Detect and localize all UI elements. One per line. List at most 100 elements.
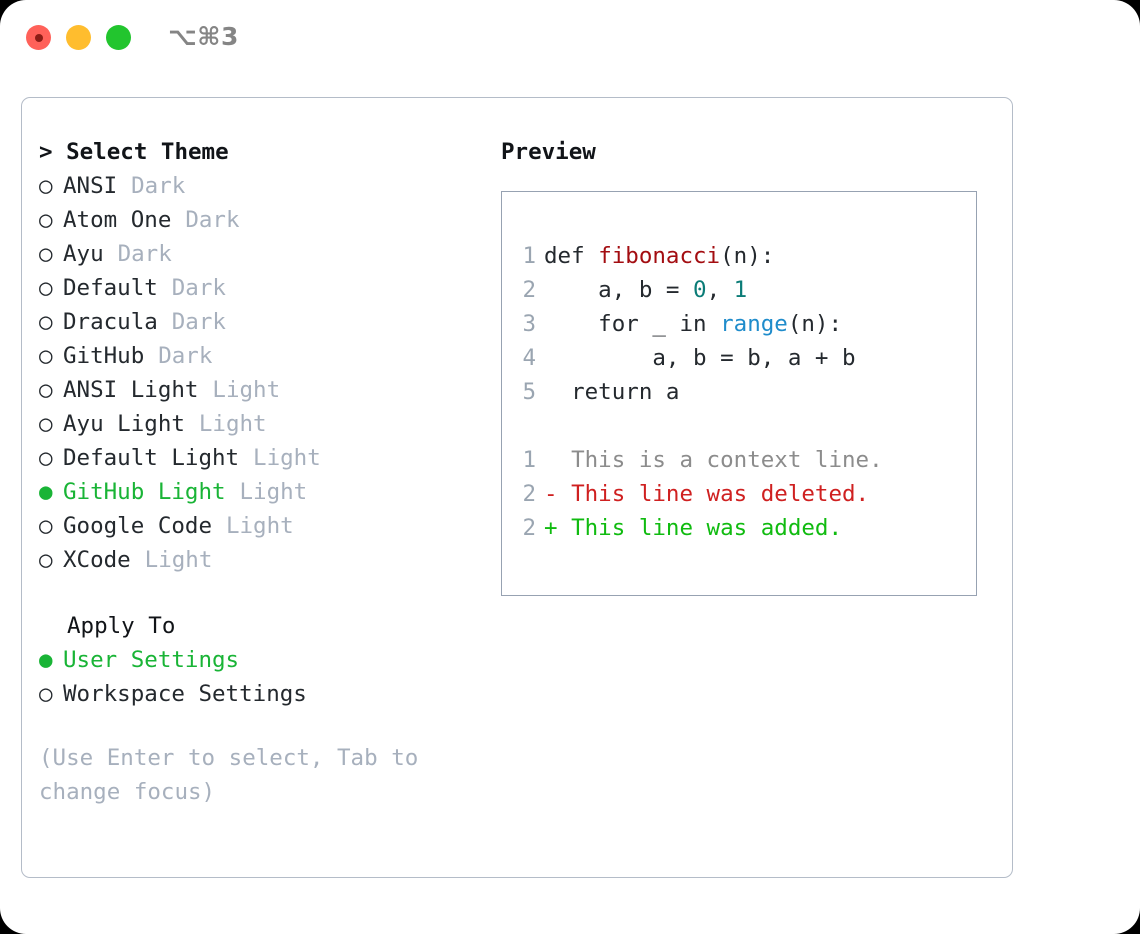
theme-option-label: GitHub Light xyxy=(63,479,226,505)
line-number: 3 xyxy=(522,311,536,337)
line-number: 2 xyxy=(522,277,536,303)
theme-option-row[interactable]: ○ Google Code Light xyxy=(39,509,499,543)
radio-unselected-icon: ○ xyxy=(39,343,53,369)
maximize-window-button[interactable] xyxy=(106,25,131,50)
spacer xyxy=(39,577,499,609)
code-token: a, b = xyxy=(544,277,694,303)
line-number: 5 xyxy=(522,379,536,405)
diff-line-content: - This line was deleted. xyxy=(544,481,870,507)
code-token: for _ in xyxy=(544,311,721,337)
code-token: return a xyxy=(544,379,680,405)
theme-option-row[interactable]: ○ Default Light Light xyxy=(39,441,499,475)
theme-option-label: Google Code xyxy=(63,513,213,539)
apply-to-option-row[interactable]: ● User Settings xyxy=(39,643,499,677)
theme-option-tag: Dark xyxy=(171,275,226,301)
code-line-content: for _ in range(n): xyxy=(544,307,842,341)
theme-option-tag: Light xyxy=(212,377,281,403)
radio-unselected-icon: ○ xyxy=(39,309,53,335)
theme-option-tag: Dark xyxy=(131,173,186,199)
theme-option-row[interactable]: ○ Ayu Light Light xyxy=(39,407,499,441)
theme-option-label: GitHub xyxy=(63,343,145,369)
theme-option-tag: Light xyxy=(144,547,213,573)
diff-line: 2 + This line was added. xyxy=(502,511,976,545)
diff-line-number: 1 xyxy=(522,447,536,473)
keyboard-hint-text: (Use Enter to select, Tab to change focu… xyxy=(39,745,432,805)
keyboard-shortcut-label: ⌥⌘3 xyxy=(168,22,239,51)
apply-to-option-row[interactable]: ○ Workspace Settings xyxy=(39,677,499,711)
code-line: 2 a, b = 0, 1 xyxy=(502,273,976,307)
diff-sample: 1 This is a context line. 2 - This line wa… xyxy=(502,443,976,545)
radio-selected-icon: ● xyxy=(39,647,53,673)
radio-unselected-icon: ○ xyxy=(39,547,53,573)
apply-to-list: ● User Settings ○ Workspace Settings xyxy=(39,643,499,711)
theme-option-tag: Light xyxy=(253,445,321,471)
radio-unselected-icon: ○ xyxy=(39,445,53,471)
preview-header: Preview xyxy=(501,139,596,165)
theme-option-row[interactable]: ○ Ayu Dark xyxy=(39,237,499,271)
code-token: (n): xyxy=(787,311,843,337)
close-window-button[interactable] xyxy=(26,25,51,50)
radio-unselected-icon: ○ xyxy=(39,173,53,199)
code-token: , xyxy=(706,277,734,303)
radio-unselected-icon: ○ xyxy=(39,275,53,301)
theme-option-row[interactable]: ○ XCode Light xyxy=(39,543,499,577)
radio-unselected-icon: ○ xyxy=(39,513,53,539)
minimize-window-button[interactable] xyxy=(66,25,91,50)
theme-option-label: Default xyxy=(63,275,158,301)
code-token: a, b = b, a + b xyxy=(544,345,856,371)
apply-to-header: Apply To xyxy=(67,613,176,639)
diff-line-number: 2 xyxy=(522,481,536,507)
title-bar: ⌥⌘3 xyxy=(0,0,1140,76)
theme-option-tag: Dark xyxy=(185,207,240,233)
apply-to-option-label: User Settings xyxy=(63,647,240,673)
line-number: 1 xyxy=(522,243,536,269)
theme-option-label: Ayu xyxy=(63,241,104,267)
theme-option-row[interactable]: ○ ANSI Dark xyxy=(39,169,499,203)
code-token: (n): xyxy=(720,243,775,269)
theme-option-row[interactable]: ○ GitHub Dark xyxy=(39,339,499,373)
theme-option-row[interactable]: ○ ANSI Light Light xyxy=(39,373,499,407)
window-controls xyxy=(26,25,131,50)
theme-option-row[interactable]: ○ Dracula Dark xyxy=(39,305,499,339)
theme-option-row[interactable]: ○ Default Dark xyxy=(39,271,499,305)
theme-option-row[interactable]: ● GitHub Light Light xyxy=(39,475,499,509)
radio-unselected-icon: ○ xyxy=(39,241,53,267)
apply-to-option-label: Workspace Settings xyxy=(63,681,307,707)
radio-unselected-icon: ○ xyxy=(39,411,53,437)
theme-option-label: ANSI Light xyxy=(63,377,199,403)
diff-line-content: + This line was added. xyxy=(544,515,843,541)
radio-unselected-icon: ○ xyxy=(39,207,53,233)
code-line-content: def fibonacci(n): xyxy=(544,239,774,273)
theme-option-tag: Dark xyxy=(117,241,172,267)
code-diff-spacer xyxy=(502,409,976,443)
theme-option-label: Default Light xyxy=(63,445,240,471)
code-line: 4 a, b = b, a + b xyxy=(502,341,976,375)
theme-option-label: Ayu Light xyxy=(63,411,185,437)
theme-option-label: XCode xyxy=(63,547,131,573)
radio-unselected-icon: ○ xyxy=(39,681,53,707)
theme-option-label: ANSI xyxy=(63,173,118,199)
theme-option-tag: Light xyxy=(225,513,294,539)
code-token: 0 xyxy=(693,277,707,303)
radio-unselected-icon: ○ xyxy=(39,377,53,403)
theme-option-tag: Dark xyxy=(158,343,213,369)
theme-option-tag: Dark xyxy=(171,309,226,335)
radio-selected-icon: ● xyxy=(39,479,53,505)
theme-option-tag: Light xyxy=(198,411,267,437)
diff-line: 1 This is a context line. xyxy=(502,443,976,477)
code-token: range xyxy=(720,311,788,337)
code-line-content: a, b = b, a + b xyxy=(544,341,856,375)
code-sample: 1 def fibonacci(n):2 a, b = 0, 1 3 for _ i… xyxy=(502,239,976,409)
theme-option-label: Dracula xyxy=(63,309,158,335)
diff-line-number: 2 xyxy=(522,515,536,541)
code-token: fibonacci xyxy=(598,243,721,269)
code-line-content: return a xyxy=(544,375,679,409)
line-number: 4 xyxy=(522,345,536,371)
theme-option-tag: Light xyxy=(239,479,308,505)
